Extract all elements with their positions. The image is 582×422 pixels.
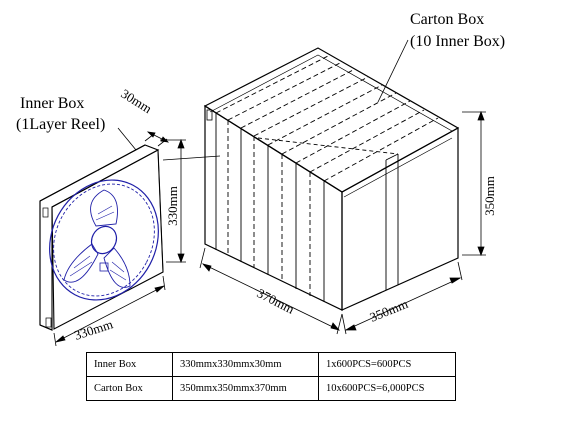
inner-corner-notch-2 (45, 317, 52, 328)
row-name: Carton Box (86, 376, 173, 401)
row-quantity: 10x600PCS=6,000PCS (318, 376, 456, 401)
inner-height-label: 330mm (165, 186, 180, 226)
carton-top-slices (215, 54, 439, 182)
inner-front-face (39, 144, 160, 331)
carton-side-face (341, 126, 459, 311)
table-row: Inner Box 330mmx330mmx30mm 1x600PCS=600P… (86, 352, 456, 377)
row-size: 330mmx330mmx30mm (172, 352, 319, 377)
carton-leader (377, 39, 409, 103)
inner-thickness-label: 30mm (118, 86, 154, 116)
inner-box-title: Inner Box (20, 95, 84, 112)
carton-top-face (203, 47, 460, 193)
inner-face-main (51, 149, 164, 330)
carton-edge-inner (209, 54, 453, 132)
inner-height-dim (160, 138, 186, 264)
carton-front-slices (215, 113, 325, 302)
carton-height-dim (462, 110, 486, 257)
inner-box (39, 144, 164, 331)
carton-length-label: 370mm (255, 285, 297, 316)
inner-width-label: 330mm (72, 316, 114, 343)
carton-length-dim (199, 247, 343, 335)
carton-height-label: 350mm (482, 176, 497, 216)
inner-thickness-dim (144, 131, 170, 147)
inner-box-subtitle: (1Layer Reel) (16, 116, 105, 133)
inner-width-dim (53, 275, 166, 347)
carton-width-label: 350mm (368, 296, 410, 325)
carton-box-subtitle: (10 Inner Box) (410, 33, 505, 50)
row-size: 350mmx350mmx370mm (172, 376, 319, 401)
carton-front-face (204, 104, 343, 311)
row-name: Inner Box (86, 352, 173, 377)
reel-icon (49, 179, 159, 301)
inner-leader (117, 127, 137, 151)
inner-corner-notch (42, 207, 49, 218)
carton-corner-notch (206, 109, 213, 121)
spec-table: Inner Box 330mmx330mmx30mm 1x600PCS=600P… (86, 352, 456, 401)
carton-box (203, 47, 460, 311)
row-quantity: 1x600PCS=600PCS (318, 352, 456, 377)
carton-width-dim (341, 261, 463, 335)
carton-box-title: Carton Box (410, 11, 484, 28)
table-row: Carton Box 350mmx350mmx370mm 10x600PCS=6… (86, 376, 456, 401)
inner-to-carton-leader (162, 155, 221, 161)
carton-strap (257, 137, 399, 290)
